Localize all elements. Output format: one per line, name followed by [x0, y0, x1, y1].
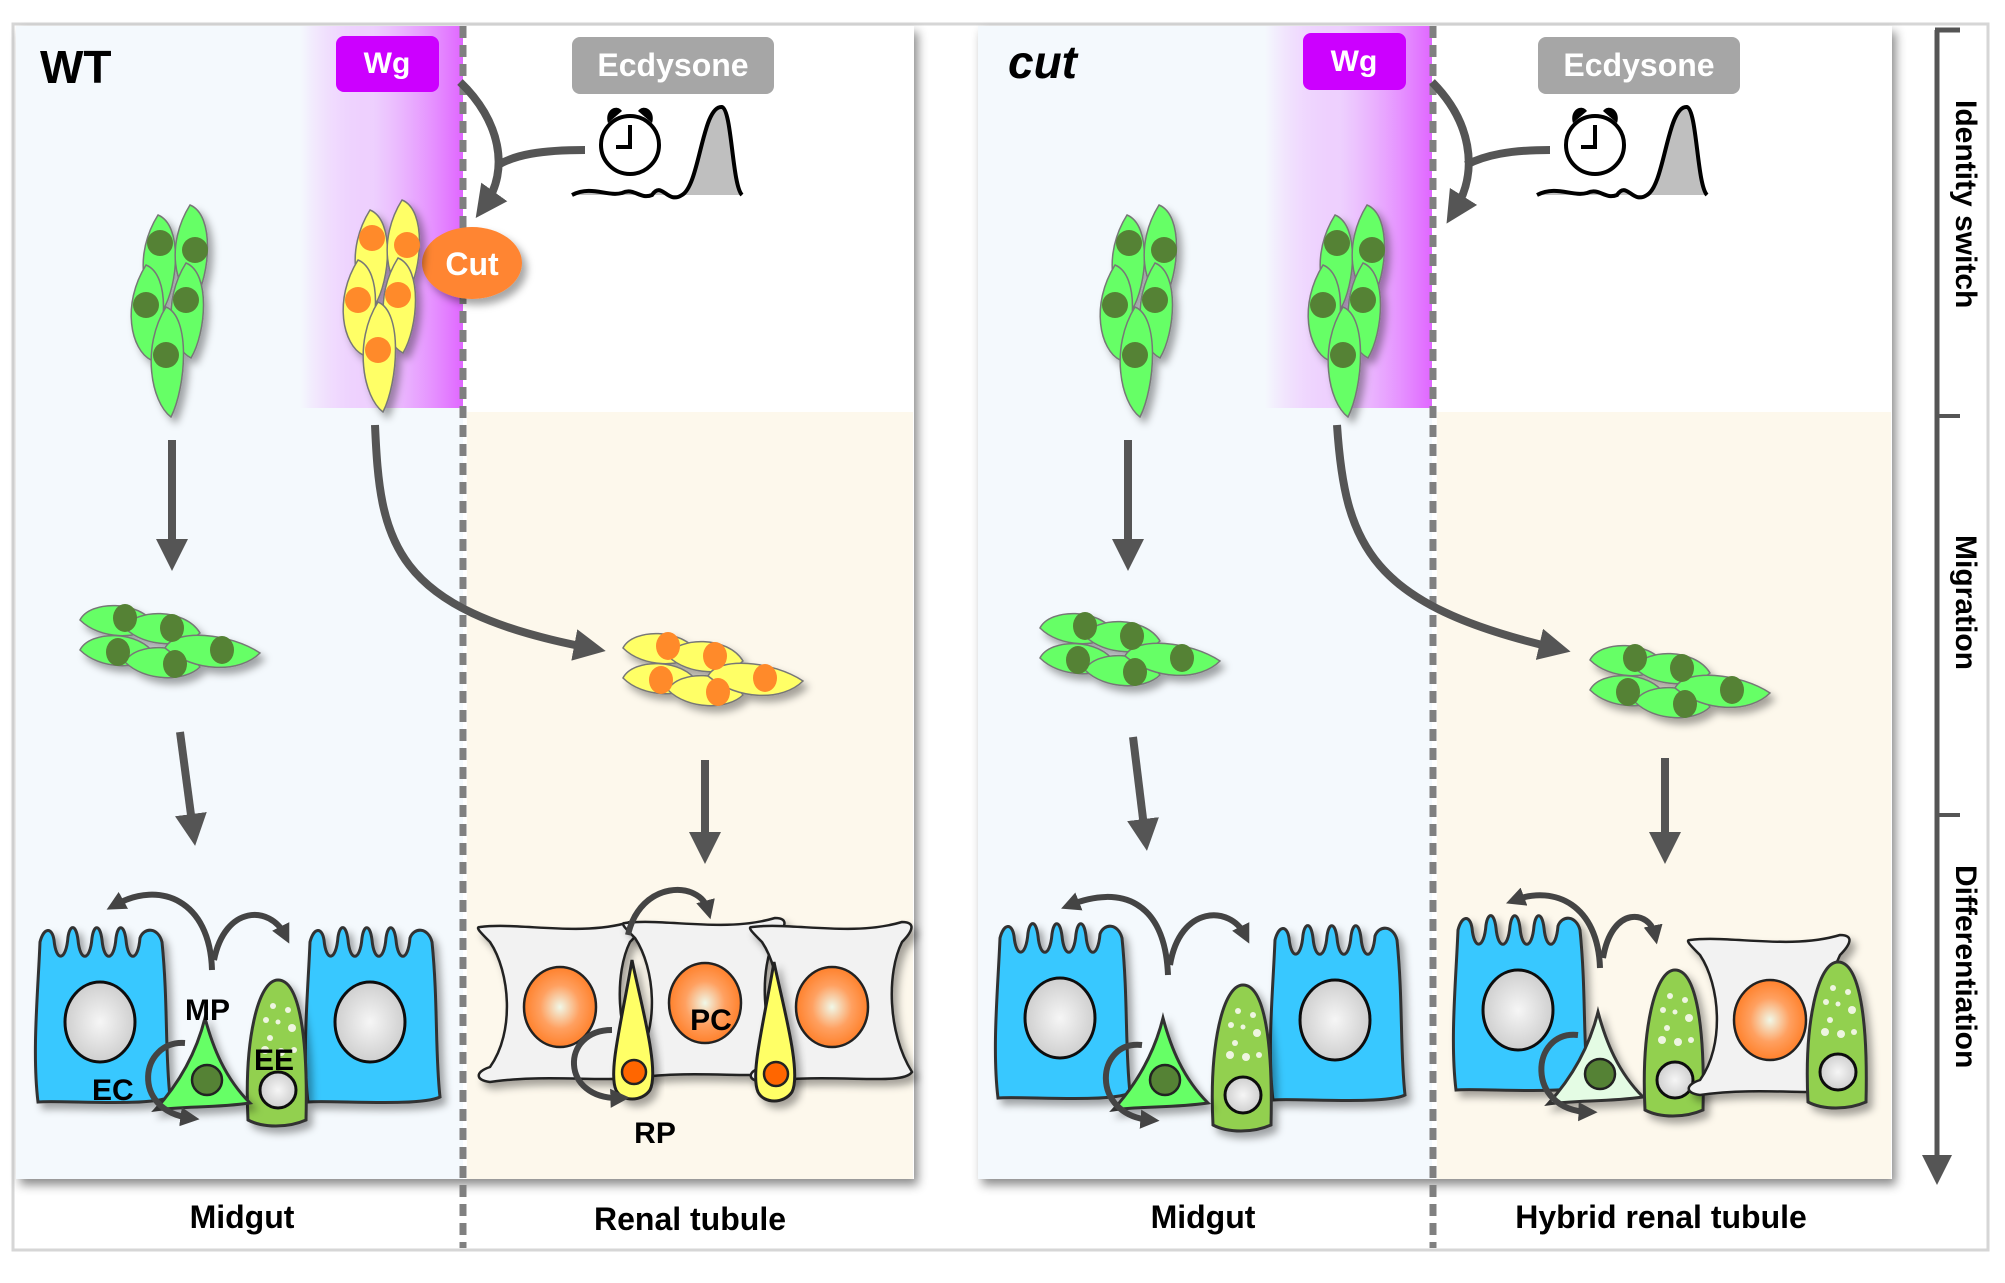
enterocyte-cell-right [303, 926, 442, 1105]
stage-label-differentiation: Differentiation [1949, 865, 1982, 1068]
ecdysone-titer-curve-icon [1536, 105, 1709, 200]
renal-migration-arrow [371, 424, 606, 661]
ecdysone-titer-curve-icon [571, 105, 744, 200]
wg-badge: Wg [1303, 33, 1406, 90]
timeline-arrowhead-icon [1922, 1155, 1952, 1185]
hybrid-self-renewal-arrow [1538, 1031, 1598, 1122]
stage-label-identity-switch: Identity switch [1949, 100, 1982, 308]
enterocyte-cell-left [993, 922, 1132, 1101]
renal-migration-arrow [1333, 424, 1571, 660]
pc-label: PC [690, 1004, 732, 1037]
wg-arrow [1429, 79, 1478, 224]
midgut-differentiation-arrow [175, 731, 207, 846]
rp-self-renewal-arrow [571, 1027, 630, 1108]
stage-label-migration: Migration [1949, 535, 1982, 670]
ecdysone-arrow [1464, 146, 1551, 169]
cut-badge: Cut [422, 227, 522, 299]
panel-cut: cut Wg Ecdysone [978, 26, 1892, 1248]
ecdysone-badge-label: Ecdysone [597, 47, 748, 83]
mp-self-renewal-arrow [145, 1039, 200, 1127]
panel-wt: WT Wg Ecdysone Cut [16, 26, 914, 1248]
wg-badge: Wg [336, 36, 439, 92]
ecdysone-badge: Ecdysone [572, 37, 774, 94]
ecdysone-to-cut-arrow [495, 146, 586, 169]
rp-to-pc-arrow [625, 887, 715, 936]
wg-badge-label: Wg [1331, 45, 1378, 78]
midgut-tissue-label: Midgut [1151, 1199, 1256, 1235]
renal-tubule-tissue-label: Renal tubule [594, 1201, 786, 1237]
mp-to-ee-arrow [211, 911, 290, 961]
alarm-clock-icon [599, 107, 661, 176]
ec-label: EC [92, 1074, 134, 1107]
enterocyte-cell-ectopic [1451, 914, 1590, 1093]
mp-label: MP [185, 994, 230, 1027]
genotype-label: WT [40, 41, 112, 93]
hybrid-renal-tubule-tissue-label: Hybrid renal tubule [1515, 1199, 1807, 1235]
mp-self-renewal-arrow [1102, 1041, 1160, 1129]
wg-to-cut-arrow [457, 79, 508, 219]
cut-badge-label: Cut [445, 246, 499, 282]
wg-badge-label: Wg [364, 47, 411, 80]
mp-to-ec-arrow [106, 891, 215, 971]
midgut-tissue-label: Midgut [190, 1199, 295, 1235]
alarm-clock-icon [1564, 107, 1626, 176]
hybrid-to-ec-arrow [1506, 887, 1603, 969]
ecdysone-badge-label: Ecdysone [1563, 47, 1714, 83]
mp-to-ec-arrow [1061, 892, 1171, 976]
ecdysone-badge: Ecdysone [1538, 37, 1740, 94]
midgut-differentiation-arrow [1127, 736, 1159, 851]
ee-label: EE [254, 1044, 294, 1077]
timeline-axis: Identity switch Migration Differentiatio… [1922, 27, 1982, 1185]
mp-to-ee-arrow [1167, 912, 1250, 966]
hybrid-to-ee-arrow [1600, 913, 1663, 959]
genotype-label: cut [1008, 36, 1079, 88]
enterocyte-cell-right [1268, 924, 1407, 1103]
rp-label: RP [634, 1117, 676, 1150]
